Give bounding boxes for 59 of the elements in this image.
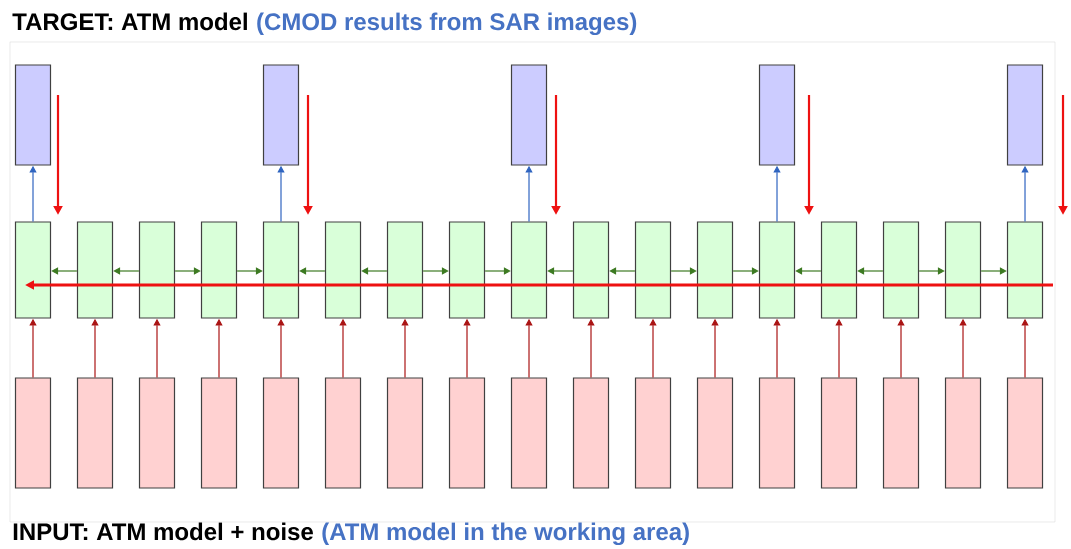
arrow [51,267,78,275]
arrow [422,267,449,275]
arrow [547,267,574,275]
hidden-state-box [634,221,672,319]
arrow [980,267,1007,275]
input-box [510,377,548,489]
hidden-state-box [758,221,796,319]
input-box [262,377,300,489]
input-box [200,377,238,489]
hidden-state-box [820,221,858,319]
arrow [484,267,511,275]
output-box [262,64,300,166]
hidden-state-box [572,221,610,319]
arrow [857,267,884,275]
arrow [113,267,140,275]
hidden-state-box [386,221,424,319]
diagram-caption: INPUT: ATM model + noise [13,522,313,541]
input-box [572,377,610,489]
input-box [758,377,796,489]
arrow [299,267,326,275]
arrow [609,267,636,275]
arrow [236,267,263,275]
hidden-state-box [510,221,548,319]
input-box [324,377,362,489]
input-box [138,377,176,489]
input-box [448,377,486,489]
arrow [795,267,822,275]
hidden-state-box [944,221,982,319]
hidden-state-box [696,221,734,319]
input-box [76,377,114,489]
arrow [174,267,201,275]
arrow [732,267,759,275]
arrow [670,267,697,275]
hidden-state-box [448,221,486,319]
hidden-state-box [1006,221,1044,319]
hidden-state-box [200,221,238,319]
output-box [1006,64,1044,166]
hidden-state-box [882,221,920,319]
input-box [944,377,982,489]
input-box [696,377,734,489]
caption-note: (ATM model in the working area) [322,522,689,546]
input-box [1006,377,1044,489]
output-box [758,64,796,166]
input-box [634,377,672,489]
subtitle: (CMOD results from SAR images) [257,12,637,36]
arrow [361,267,388,275]
output-box [14,64,52,166]
input-box [882,377,920,489]
diagram-title: TARGET: ATM model [12,12,247,31]
input-box [386,377,424,489]
hidden-state-box [76,221,114,319]
arrow [918,267,945,275]
input-box [14,377,52,489]
hidden-state-box [138,221,176,319]
hidden-state-box [324,221,362,319]
hidden-state-box [262,221,300,319]
hidden-state-box [14,221,52,319]
input-box [820,377,858,489]
output-box [510,64,548,166]
